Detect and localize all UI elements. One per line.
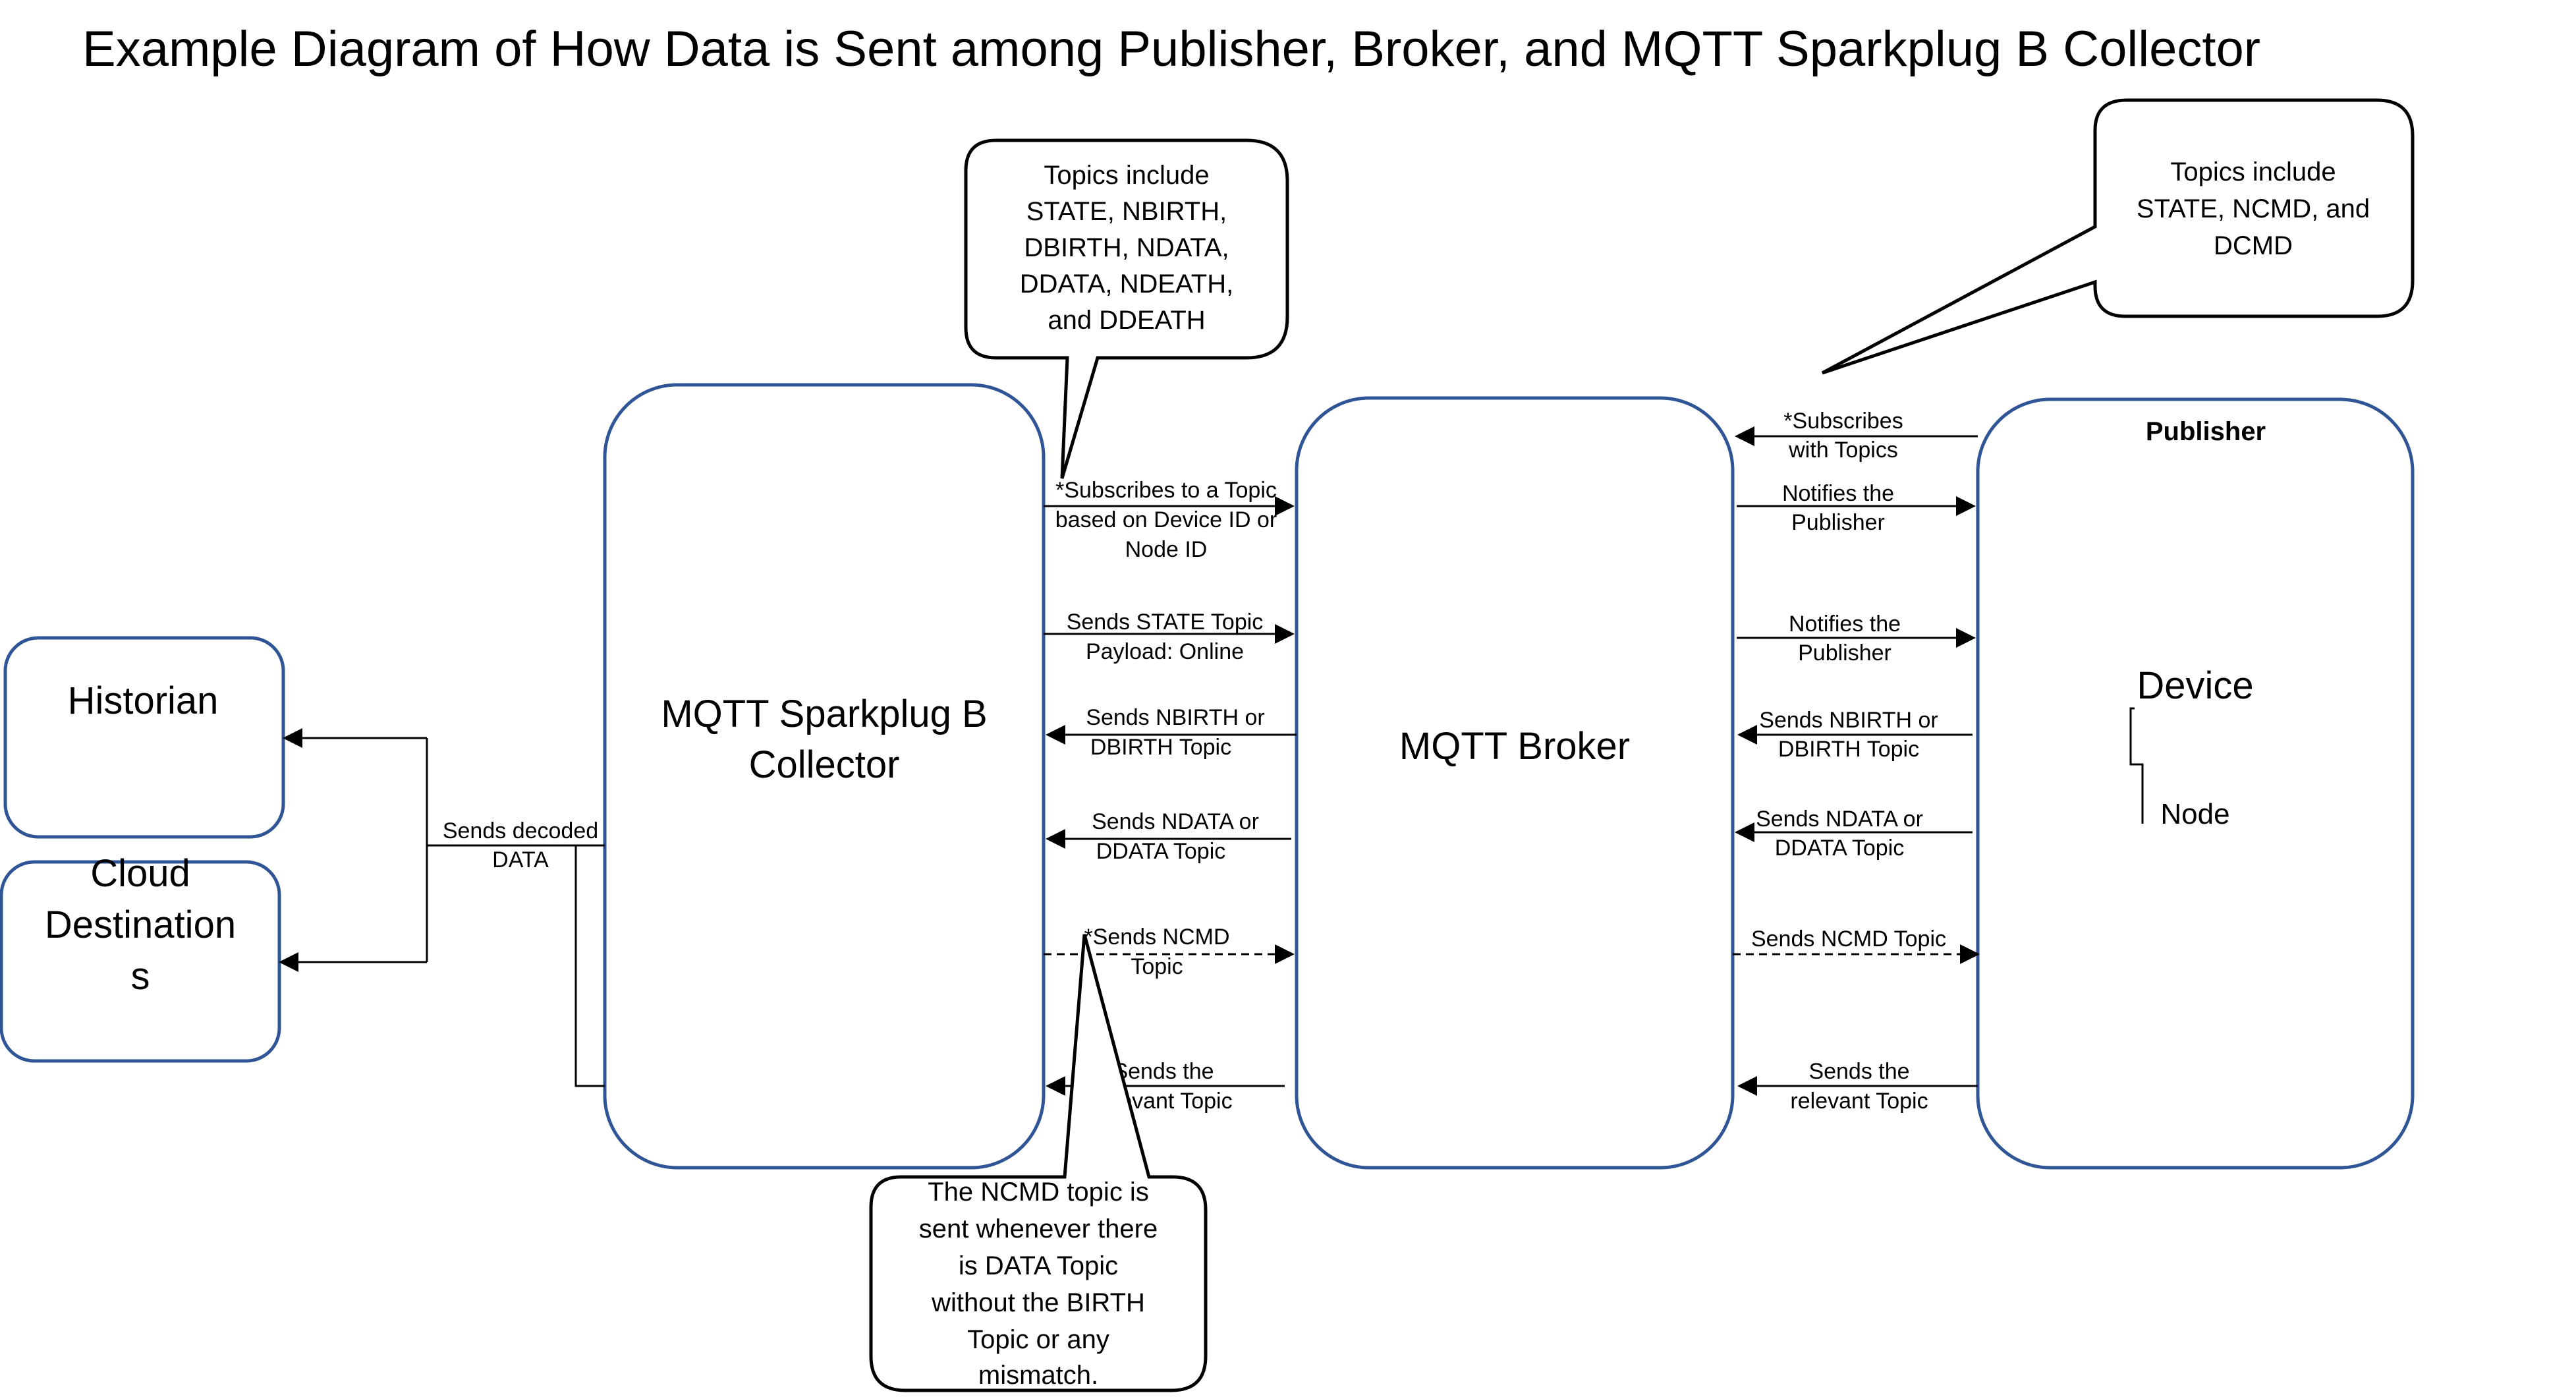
nbirth-right-label-2: DBIRTH Topic: [1778, 737, 1919, 762]
collector-topics-callout: [964, 138, 1289, 479]
collector-topics-line2: STATE, NBIRTH,: [1026, 197, 1227, 226]
ncmd-left-label-1: *Sends NCMD: [1084, 925, 1229, 950]
device-node-connector: [2129, 707, 2144, 824]
broker-box: [1295, 396, 1735, 1170]
subscribe-collector-label-3: Node ID: [1125, 537, 1208, 562]
publisher-box: [1976, 397, 2415, 1170]
relevant-left-label-1: Sends the: [1113, 1059, 1214, 1084]
device-label: Device: [2137, 664, 2253, 707]
cloud-label-line2: Destination: [45, 903, 236, 946]
notify-2-label-1: Notifies the: [1789, 612, 1901, 637]
subscribe-publisher-label-2: with Topics: [1788, 438, 1898, 463]
subscribe-collector-label-2: based on Device ID or: [1055, 507, 1277, 532]
diagram-title: Example Diagram of How Data is Sent amon…: [82, 21, 2260, 77]
notify-1-label-2: Publisher: [1791, 510, 1885, 535]
collector-topics-line4: DDATA, NDEATH,: [1020, 270, 1233, 299]
collector-label-line2: Collector: [749, 743, 900, 786]
publisher-label: Publisher: [2146, 417, 2266, 446]
notify-2-label-2: Publisher: [1798, 641, 1891, 666]
decoded-label-line2: DATA: [492, 847, 549, 872]
cloud-label-line3: s: [131, 955, 150, 998]
collector-output-line: [574, 845, 605, 1087]
nbirth-left-label-1: Sends NBIRTH or: [1086, 705, 1264, 730]
broker-label: MQTT Broker: [1399, 725, 1630, 768]
ndata-left-label-1: Sends NDATA or: [1092, 809, 1259, 834]
relevant-right-label-1: Sends the: [1808, 1059, 1909, 1084]
ndata-right-label-2: DDATA Topic: [1775, 836, 1905, 861]
ndata-right-label-1: Sends NDATA or: [1756, 807, 1923, 832]
ncmd-note-callout: [869, 934, 1208, 1392]
node-label: Node: [2160, 798, 2229, 830]
publisher-topics-line3: DCMD: [2214, 231, 2293, 260]
publisher-topics-line1: Topics include: [2170, 157, 2336, 186]
subscribe-publisher-label-1: *Subscribes: [1783, 409, 1903, 434]
nbirth-right-label-1: Sends NBIRTH or: [1759, 708, 1938, 733]
historian-label: Historian: [68, 679, 219, 722]
ncmd-note-line3: is DATA Topic: [959, 1251, 1118, 1280]
collector-topics-line5: and DDEATH: [1048, 306, 1205, 335]
ncmd-note-line6: mismatch.: [978, 1361, 1098, 1390]
nbirth-left-label-2: DBIRTH Topic: [1090, 735, 1231, 760]
collector-topics-line1: Topics include: [1044, 161, 1209, 190]
ndata-left-label-2: DDATA Topic: [1096, 839, 1226, 864]
publisher-topics-callout: [1821, 98, 2415, 375]
ncmd-left-label-2: Topic: [1131, 954, 1183, 979]
cloud-label-line1: Cloud: [90, 852, 190, 895]
ncmd-note-line1: The NCMD topic is: [928, 1178, 1149, 1207]
collector-topics-line3: DBIRTH, NDATA,: [1024, 233, 1229, 262]
notify-1-label-1: Notifies the: [1782, 481, 1894, 506]
historian-box: [3, 636, 285, 839]
decoded-label-line1: Sends decoded: [443, 818, 598, 843]
ncmd-note-line4: without the BIRTH: [931, 1288, 1145, 1317]
publisher-topics-line2: STATE, NCMD, and: [2137, 194, 2370, 223]
relevant-right-label-2: relevant Topic: [1790, 1089, 1928, 1114]
collector-box: [603, 383, 1046, 1170]
state-topic-label-2: Payload: Online: [1086, 639, 1244, 664]
collector-label-line1: MQTT Sparkplug B: [661, 693, 987, 735]
ncmd-note-line5: Topic or any: [967, 1325, 1109, 1354]
ncmd-right-label: Sends NCMD Topic: [1751, 927, 1946, 952]
state-topic-label-1: Sends STATE Topic: [1067, 610, 1264, 635]
ncmd-note-line2: sent whenever there: [919, 1214, 1158, 1243]
subscribe-collector-label-1: *Subscribes to a Topic: [1055, 478, 1277, 503]
